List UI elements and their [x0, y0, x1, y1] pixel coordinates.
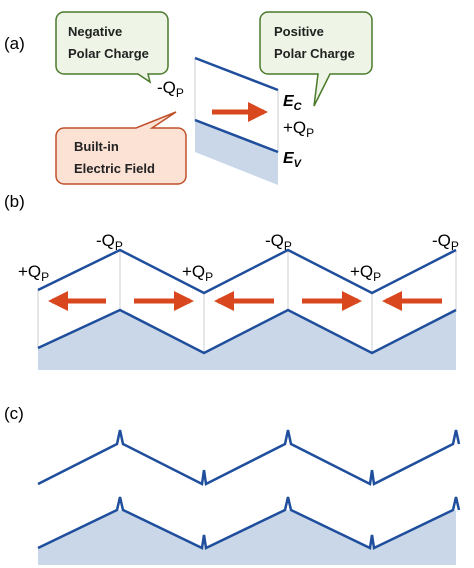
conduction-band-line [194, 56, 279, 92]
panel-c-conduction-band [37, 429, 461, 486]
panel-b-label: (b) [4, 192, 25, 211]
panel-c-valence-fill [38, 510, 456, 565]
panel-b-separators [37, 250, 457, 353]
panel-b-valence-band [37, 308, 457, 355]
negative-polar-charge-callout: Negative Polar Charge [55, 11, 169, 84]
panel-a-label: (a) [4, 34, 25, 53]
ec-label: EC [283, 93, 303, 113]
panel-c-label: (c) [4, 404, 24, 423]
field-callout-line1: Built-in [74, 139, 119, 154]
valence-band-line [194, 118, 279, 154]
ev-label: EV [283, 150, 303, 170]
positive-callout-line2: Polar Charge [274, 46, 355, 61]
neg-charge-label-b3: -QP [432, 231, 459, 253]
pos-charge-label-b1: +QP [18, 262, 49, 284]
positive-callout-line1: Positive [274, 24, 324, 39]
negative-callout-line1: Negative [68, 24, 122, 39]
panel-a-valence-fill [195, 120, 278, 185]
built-in-field-callout: Built-in Electric Field [55, 111, 187, 185]
neg-charge-label-b2: -QP [265, 231, 292, 253]
positive-polar-charge-callout: Positive Polar Charge [259, 11, 373, 107]
panel-b-conduction-band [37, 248, 457, 295]
neg-charge-label-b1: -QP [96, 231, 123, 253]
panel-c-valence-band [37, 496, 461, 550]
pos-charge-label-b3: +QP [350, 262, 381, 284]
field-callout-line2: Electric Field [74, 161, 155, 176]
negative-callout-line2: Polar Charge [68, 46, 149, 61]
panel-b-valence-fill [38, 310, 456, 370]
pos-charge-label-a: +QP [283, 118, 314, 140]
neg-charge-label-a: -QP [157, 78, 184, 100]
pos-charge-label-b2: +QP [182, 262, 213, 284]
